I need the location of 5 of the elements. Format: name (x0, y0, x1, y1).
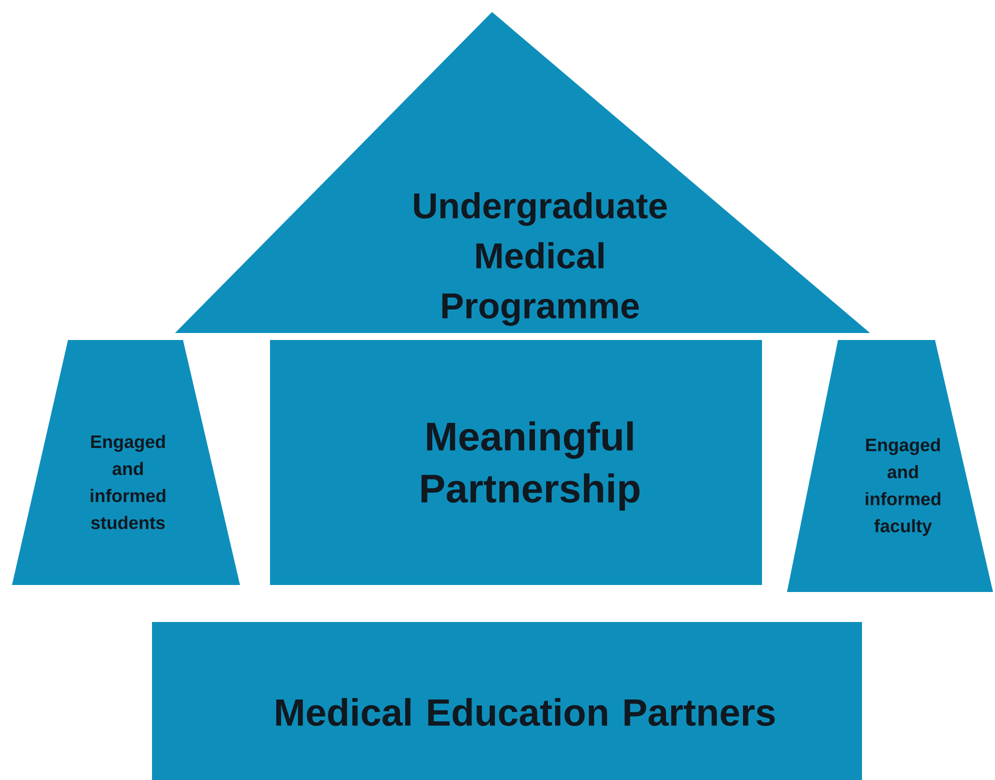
center-block: Meaningful Partnership (270, 340, 762, 585)
pillar-trapezoid: Engaged and informed students (12, 340, 240, 585)
pillar-trapezoid: Engaged and informed faculty (787, 340, 994, 592)
roof-triangle: Undergraduate Medical Programme (175, 12, 870, 333)
foundation-block: Medical Education Partners (152, 622, 862, 780)
